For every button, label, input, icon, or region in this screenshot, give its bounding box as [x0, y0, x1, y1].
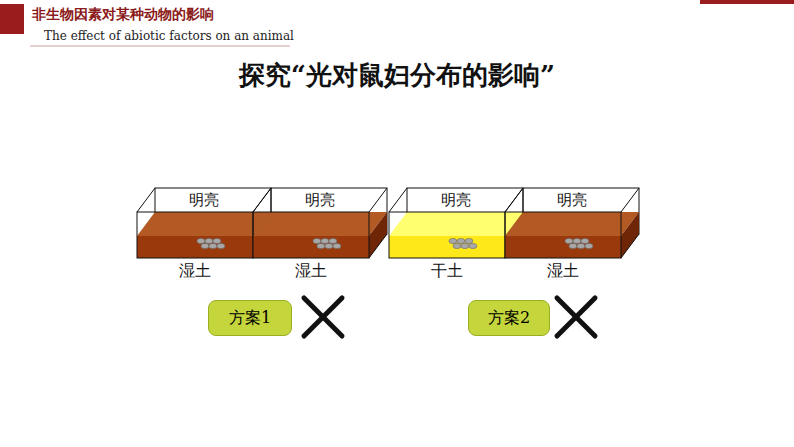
page-title: 探究“光对鼠妇分布的影响”	[239, 58, 555, 93]
light-label: 明亮	[557, 191, 587, 210]
scheme-label: 方案2	[488, 308, 530, 329]
tank	[253, 188, 387, 258]
soil-label: 湿土	[547, 261, 579, 282]
tank	[137, 188, 271, 258]
tank	[389, 188, 523, 258]
soil-label: 干土	[431, 261, 463, 282]
light-label: 明亮	[189, 191, 219, 210]
header-subtitle: The effect of abiotic factors on an anim…	[44, 29, 294, 43]
scheme-label: 方案1	[229, 308, 271, 329]
tanks	[137, 188, 639, 258]
header-rule	[30, 46, 290, 47]
header-title: 非生物因素对某种动物的影响	[32, 6, 214, 24]
tank	[505, 188, 639, 258]
cross-mark	[304, 298, 595, 336]
soil-label: 湿土	[295, 261, 327, 282]
header-block	[0, 4, 24, 34]
scheme-box: 方案2	[468, 300, 550, 336]
light-label: 明亮	[441, 191, 471, 210]
tank-box: 明亮湿土	[137, 188, 271, 288]
tank-box: 明亮湿土	[253, 188, 387, 288]
light-label: 明亮	[305, 191, 335, 210]
corner-bar	[700, 0, 794, 4]
tank-box: 明亮湿土	[505, 188, 639, 288]
scheme-box: 方案1	[208, 300, 292, 336]
tank-box: 明亮干土	[389, 188, 523, 288]
soil-label: 湿土	[179, 261, 211, 282]
